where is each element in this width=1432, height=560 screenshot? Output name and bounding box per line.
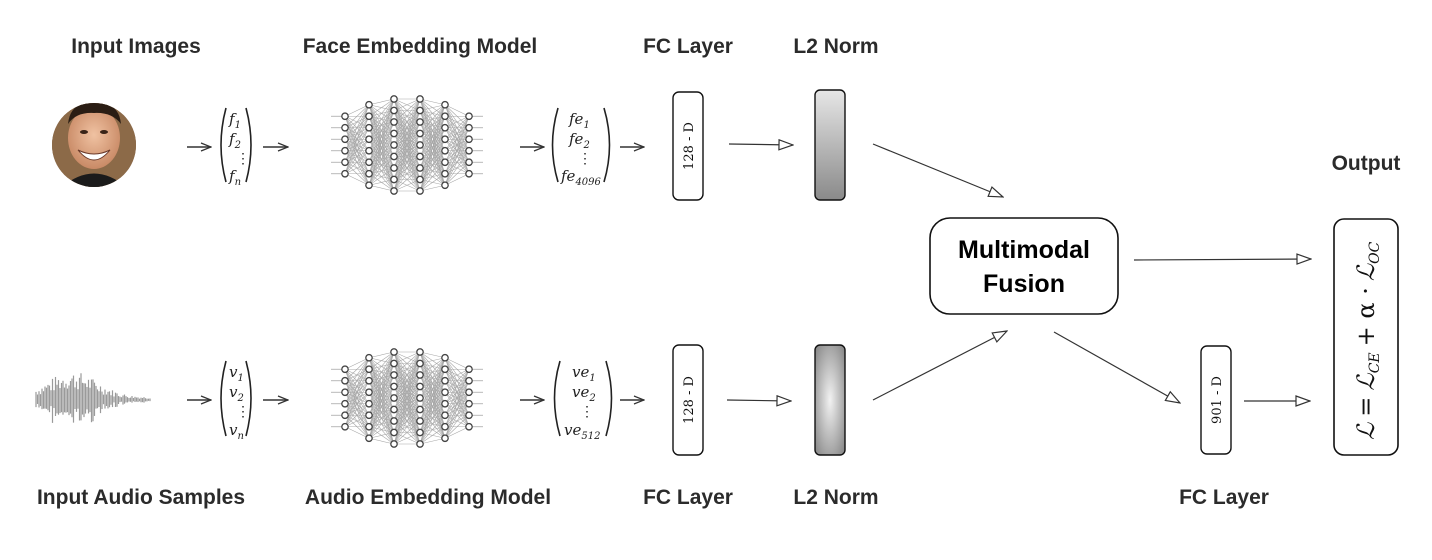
arrow-fusion-to-final-fc xyxy=(1053,331,1180,403)
svg-text:fn: fn xyxy=(228,167,241,188)
svg-text:ve2: ve2 xyxy=(572,383,596,404)
svg-text:⋮: ⋮ xyxy=(580,405,594,420)
svg-text:901 - D: 901 - D xyxy=(1210,376,1225,424)
svg-text:f2: f2 xyxy=(228,130,241,151)
audio-embedding-vector: ve1 ve2 ⋮ ve512 xyxy=(553,360,613,442)
loss-formula: ℒ=ℒCE+ α ·ℒOC xyxy=(1352,241,1383,440)
l2-norm-top-label: L2 Norm xyxy=(793,35,879,58)
l2-norm-face-bar xyxy=(814,89,846,201)
waveform-icon xyxy=(35,373,151,423)
svg-text:v1: v1 xyxy=(229,363,244,384)
face-embedding-model-label: Face Embedding Model xyxy=(302,35,538,58)
svg-text:⋮: ⋮ xyxy=(578,152,592,167)
arrow-fc-to-l2-bottom xyxy=(726,400,791,401)
input-audio-samples-label: Input Audio Samples xyxy=(36,486,246,509)
neural-network-icon xyxy=(331,348,483,448)
l2-norm-bottom-label: L2 Norm xyxy=(793,486,879,509)
svg-text:f1: f1 xyxy=(228,110,241,131)
svg-text:⋮: ⋮ xyxy=(236,152,250,167)
input-images-label: Input Images xyxy=(71,35,201,58)
svg-text:⋮: ⋮ xyxy=(236,405,250,420)
output-label: Output xyxy=(1331,152,1401,175)
face-photo-icon xyxy=(52,103,136,187)
fc-layer-bottom-label: FC Layer xyxy=(643,486,733,509)
fc-layer-top-label: FC Layer xyxy=(643,35,733,58)
multimodal-fusion-box: Multimodal Fusion xyxy=(929,217,1119,315)
svg-text:fe1: fe1 xyxy=(568,110,590,131)
loss-output-box: ℒ=ℒCE+ α ·ℒOC xyxy=(1333,218,1399,456)
fc-layer-audio-box: 128 - D xyxy=(672,344,704,456)
neural-network-icon xyxy=(331,95,483,195)
svg-text:128 - D: 128 - D xyxy=(682,122,697,170)
svg-text:ve1: ve1 xyxy=(572,363,596,384)
svg-text:fe2: fe2 xyxy=(568,130,590,151)
svg-text:Fusion: Fusion xyxy=(983,270,1065,298)
audio-input-vector: v1 v2 ⋮ vn xyxy=(220,360,252,442)
fc-layer-face-box: 128 - D xyxy=(672,91,704,201)
svg-text:v2: v2 xyxy=(229,383,244,404)
fc-layer-final-box: 901 - D xyxy=(1200,345,1232,455)
face-embedding-vector: fe1 fe2 ⋮ fe4096 xyxy=(551,107,611,188)
svg-text:128 - D: 128 - D xyxy=(682,376,697,424)
face-input-vector: f1 f2 ⋮ fn xyxy=(220,107,252,188)
fc-layer-final-label: FC Layer xyxy=(1179,486,1269,509)
l2-norm-audio-bar xyxy=(814,344,846,456)
arrow-fusion-to-output xyxy=(1133,259,1311,260)
arrow-fc-to-l2-top xyxy=(728,144,793,145)
audio-embedding-model-label: Audio Embedding Model xyxy=(304,486,552,509)
svg-text:fe4096: fe4096 xyxy=(560,167,602,188)
svg-text:Multimodal: Multimodal xyxy=(958,236,1090,264)
svg-text:ve512: ve512 xyxy=(564,421,600,442)
arrow-l2-top-to-fusion xyxy=(872,143,1003,197)
arrow-l2-bottom-to-fusion xyxy=(872,331,1007,401)
svg-text:vn: vn xyxy=(229,421,244,442)
